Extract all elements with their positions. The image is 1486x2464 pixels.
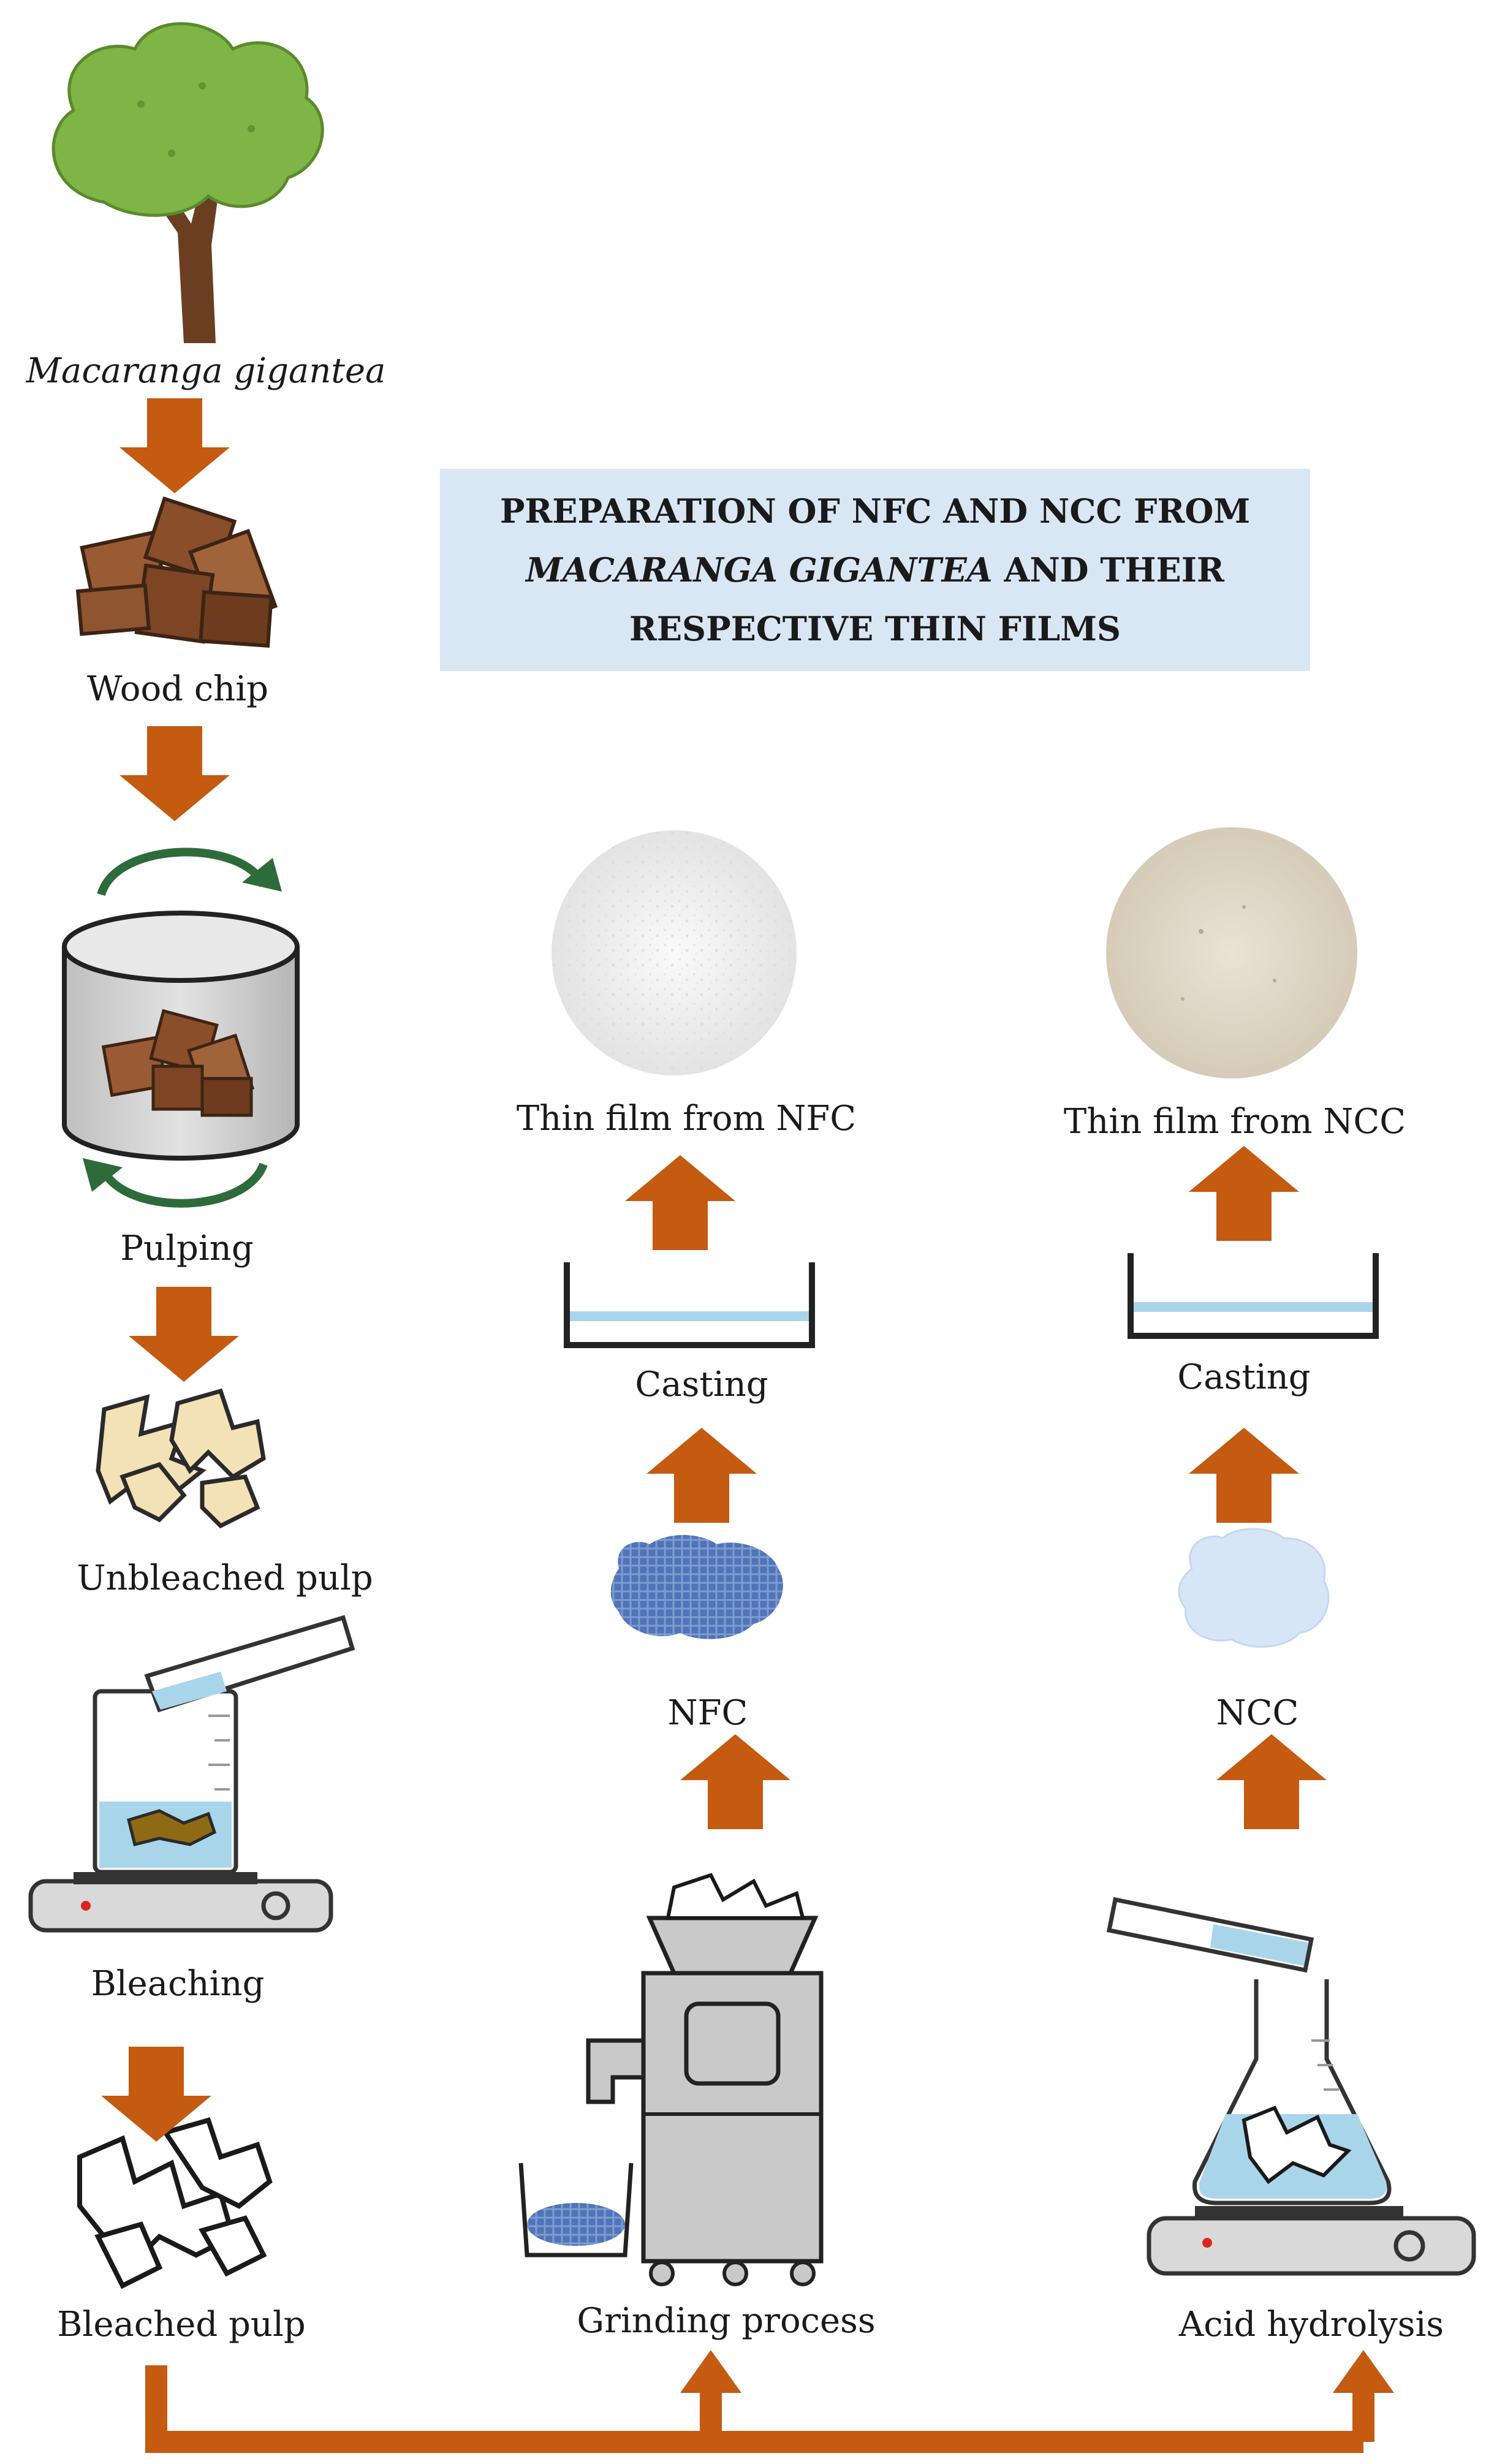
label-bleaching: Bleaching bbox=[91, 1964, 265, 2004]
arrow-down-2 bbox=[119, 726, 230, 821]
arrow-down-4 bbox=[101, 2047, 211, 2142]
wood-chip-icon bbox=[75, 496, 278, 648]
label-pulping: Pulping bbox=[120, 1229, 254, 1268]
label-thin-film-nfc: Thin film from NFC bbox=[516, 1099, 857, 1139]
rotation-arrowhead-top bbox=[242, 858, 282, 892]
bleached-pulp-icon bbox=[77, 2117, 273, 2289]
label-thin-film-ncc: Thin film from NCC bbox=[1063, 1102, 1406, 1142]
title-line-2-rest: AND THEIR bbox=[992, 550, 1224, 589]
label-bleached-pulp: Bleached pulp bbox=[57, 2305, 306, 2345]
rotation-arrows-icon bbox=[97, 847, 268, 1208]
label-casting-nfc: Casting bbox=[635, 1365, 768, 1404]
flow-arrows-up bbox=[625, 1146, 1327, 1829]
title-line-3: RESPECTIVE THIN FILMS bbox=[629, 609, 1121, 648]
label-acid-hydrolysis: Acid hydrolysis bbox=[1178, 2305, 1444, 2345]
pulping-vessel-icon bbox=[62, 911, 300, 1161]
nfc-blob-icon bbox=[610, 1535, 783, 1639]
ncc-blob-icon bbox=[1178, 1528, 1330, 1648]
title-species-name: MACARANGA GIGANTEA bbox=[526, 550, 993, 589]
tree-icon bbox=[51, 22, 324, 343]
diagram-title-box: PREPARATION OF NFC AND NCC FROM MACARANG… bbox=[440, 469, 1310, 671]
arrow-up-cast-film-nfc bbox=[625, 1155, 735, 1250]
flow-arrows-down bbox=[101, 398, 239, 2142]
bottom-connector-arrow bbox=[145, 2350, 1394, 2453]
arrow-up-ncc-cast bbox=[1189, 1428, 1299, 1523]
title-line-2: MACARANGA GIGANTEA AND THEIR bbox=[526, 540, 1224, 599]
acid-hydrolysis-apparatus-icon bbox=[1106, 1897, 1476, 2276]
label-nfc: NFC bbox=[667, 1693, 748, 1733]
label-unbleached-pulp: Unbleached pulp bbox=[77, 1558, 373, 1598]
arrow-up-acid-ncc bbox=[1216, 1734, 1327, 1829]
label-grinding-process: Grinding process bbox=[577, 2301, 876, 2341]
label-casting-ncc: Casting bbox=[1177, 1357, 1311, 1397]
arrow-down-3 bbox=[129, 1287, 239, 1382]
arrow-up-grind-nfc bbox=[680, 1734, 790, 1829]
arrow-down-1 bbox=[119, 398, 230, 493]
label-macaranga-gigantea: Macaranga gigantea bbox=[26, 351, 386, 391]
label-ncc: NCC bbox=[1216, 1693, 1299, 1733]
ncc-thin-film-icon bbox=[1106, 827, 1357, 1078]
unbleached-pulp-icon bbox=[96, 1388, 266, 1529]
label-wood-chip: Wood chip bbox=[86, 669, 269, 709]
rotation-arrowhead-bottom bbox=[83, 1158, 123, 1192]
arrow-up-nfc-cast bbox=[646, 1428, 757, 1523]
nfc-thin-film-icon bbox=[552, 830, 797, 1075]
title-line-1: PREPARATION OF NFC AND NCC FROM bbox=[499, 491, 1251, 531]
ncc-casting-dish-icon bbox=[1128, 1253, 1379, 1339]
nfc-casting-dish-icon bbox=[564, 1262, 815, 1348]
grinder-icon bbox=[518, 1873, 824, 2286]
arrow-up-cast-film-ncc bbox=[1189, 1146, 1299, 1241]
bleaching-apparatus-icon bbox=[28, 1615, 355, 1933]
